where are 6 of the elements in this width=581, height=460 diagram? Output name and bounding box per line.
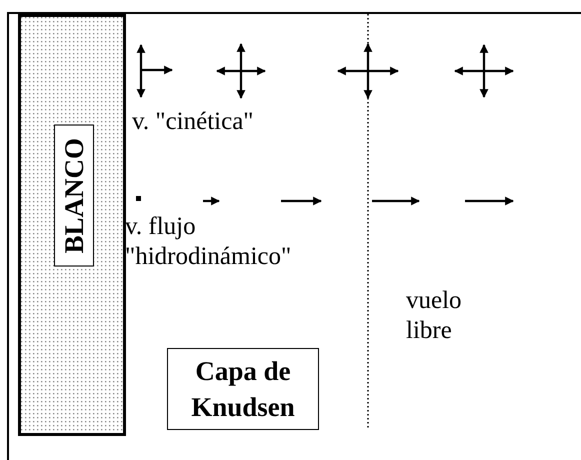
target-slab: [18, 14, 126, 436]
target-label: BLANCO: [54, 125, 94, 267]
layer-label-box: Capa de Knudsen: [167, 348, 319, 430]
velocity-label: v. "cinética": [132, 107, 255, 137]
region-label: vuelo libre: [406, 286, 463, 346]
velocity-label: v. flujo "hidrodinámico": [125, 212, 292, 272]
